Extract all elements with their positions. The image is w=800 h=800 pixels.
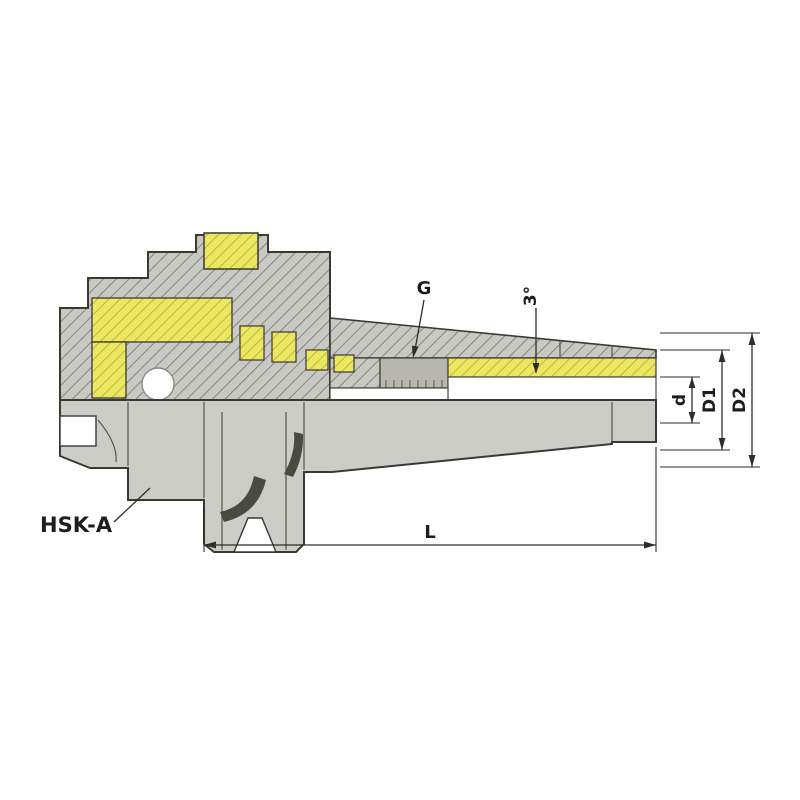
section-view-upper-half <box>59 232 657 401</box>
body-diameter-label: D2 <box>730 387 750 413</box>
dimension-bore-diameter: d <box>670 377 696 423</box>
callout-thread: G <box>411 278 432 358</box>
bore-diameter-label: d <box>670 394 690 406</box>
shank-type-label: HSK-A <box>40 513 113 537</box>
taper-section <box>329 317 657 359</box>
brass-ring-main <box>91 297 233 343</box>
brass-top-plug <box>203 232 259 270</box>
taper-angle-label: 3° <box>521 286 541 306</box>
dimension-tip-diameter: D1 <box>700 350 726 450</box>
thread-label: G <box>417 278 432 299</box>
nut-shadow-1 <box>220 476 266 522</box>
callout-taper-angle: 3° <box>521 286 541 374</box>
brass-ring-small-2 <box>271 331 297 363</box>
collar-v-groove <box>232 517 278 553</box>
length-label: L <box>424 522 435 543</box>
dimension-length: L <box>203 447 657 552</box>
tool-bore <box>447 376 657 401</box>
brass-sleeve <box>447 357 657 378</box>
thread-zone <box>379 357 449 389</box>
shank-shading-curve <box>97 419 117 463</box>
drive-slot-notch <box>59 415 97 447</box>
thread-bore <box>329 387 449 401</box>
brass-ring-small-1 <box>239 325 265 361</box>
cross-hole <box>141 367 175 401</box>
callout-shank-type: HSK-A <box>40 487 151 537</box>
brass-ring-left <box>91 341 127 399</box>
nut-shadow-2 <box>284 432 304 477</box>
dimensions: d D1 D2 L G <box>40 278 760 552</box>
thread-ticks <box>385 380 443 388</box>
dimension-body-diameter: D2 <box>730 333 756 467</box>
brass-ring-small-3 <box>305 349 329 371</box>
brass-ring-small-4 <box>333 354 355 373</box>
lower-silhouette <box>59 399 657 553</box>
external-view-lower-half <box>59 399 657 553</box>
tip-diameter-label: D1 <box>700 387 720 413</box>
